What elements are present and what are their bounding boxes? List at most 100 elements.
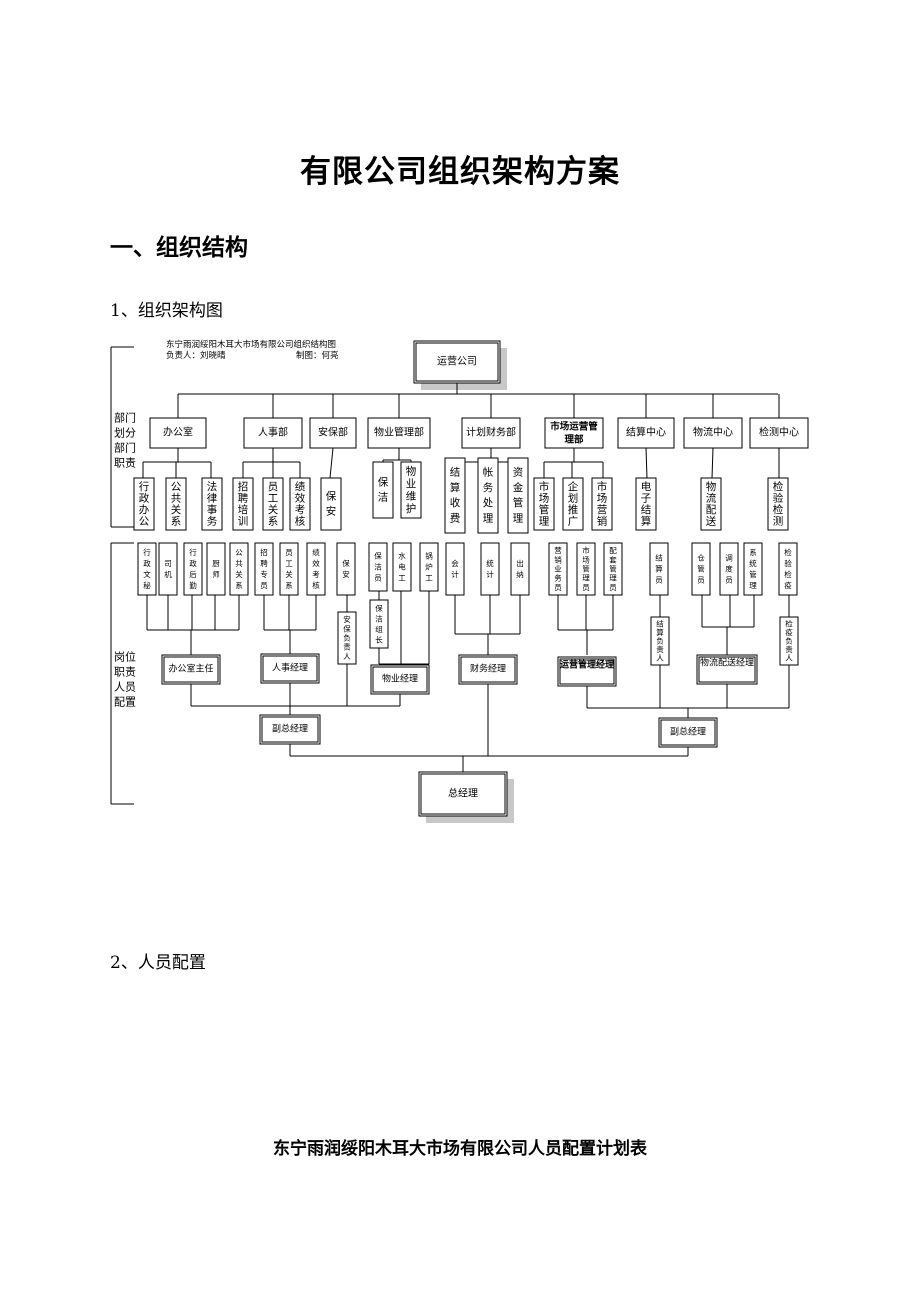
top-node-box	[413, 340, 501, 384]
duty-box-label: 企划推广	[568, 480, 579, 528]
duty-box-label: 物业维护	[406, 464, 417, 515]
manager-box	[458, 654, 518, 685]
deputy-box	[658, 717, 718, 748]
duty-box	[533, 477, 555, 531]
staffing-table-title: 东宁雨润绥阳木耳大市场有限公司人员配置计划表	[273, 1139, 647, 1159]
post-box-label: 行政后勤	[189, 547, 197, 590]
duty-box-label: 帐务处理	[483, 466, 494, 525]
connector-line	[711, 447, 714, 479]
top-node-box-label: 运营公司	[437, 355, 477, 368]
post-box	[368, 542, 388, 592]
section-heading: 一、组织结构	[110, 235, 248, 261]
department-box	[683, 417, 743, 449]
secondary-post-box-label: 保洁组长	[375, 604, 383, 645]
department-box-label: 计划财务部	[466, 426, 516, 439]
side-label-post: 配置	[114, 696, 136, 709]
duty-box	[400, 461, 422, 519]
subheading-org-chart: 1、组织架构图	[110, 301, 223, 321]
manager-box-label: 办公室主任	[168, 663, 213, 675]
duty-box	[262, 477, 284, 531]
duty-box-label: 检验检测	[773, 480, 784, 528]
department-box-label: 物业管理部	[374, 426, 424, 439]
department-box-label: 检测中心	[759, 426, 799, 439]
subheading-staffing: 2、人员配置	[110, 953, 206, 973]
connector-line	[645, 447, 648, 479]
duty-box	[477, 457, 499, 534]
post-box-label: 公共关系	[235, 548, 243, 590]
side-label-dept: 部门	[114, 441, 136, 455]
deputy-box	[259, 714, 321, 745]
manager-box-label: 人事经理	[272, 662, 308, 674]
duty-box	[444, 457, 466, 534]
post-box-label: 员工关系	[285, 548, 293, 590]
duty-box-label: 招聘培训	[238, 480, 249, 528]
duty-box	[201, 477, 223, 531]
post-box-label: 绩效考核	[312, 547, 320, 590]
duty-box	[133, 477, 155, 531]
duty-box-label: 公共关系	[171, 481, 182, 528]
chart-caption-drawn-by: 制图：何亮	[296, 350, 339, 361]
post-box	[743, 542, 763, 596]
duty-box-label: 物流配送	[706, 480, 717, 528]
manager-box	[260, 653, 320, 684]
manager-box-inner	[163, 656, 219, 683]
department-box-label: 结算中心	[626, 426, 666, 439]
post-box-label: 厨师	[212, 559, 220, 579]
duty-box	[289, 477, 311, 531]
post-box-label: 出纳	[516, 558, 524, 579]
post-box-label: 统计	[486, 558, 494, 579]
duty-box-label: 结算收费	[450, 466, 461, 525]
duty-box	[767, 477, 789, 531]
duty-box-label: 市场营销	[597, 480, 608, 528]
duty-box-label: 员工关系	[268, 481, 279, 528]
post-box-label: 仓管员	[697, 553, 705, 585]
manager-box-label: 物业经理	[382, 673, 418, 685]
duty-box	[372, 461, 394, 519]
connector-line	[329, 447, 334, 479]
duty-box-label: 电子结算	[641, 480, 652, 528]
post-box-label: 保洁员	[374, 552, 382, 583]
manager-box-label: 物流配送经理	[700, 657, 754, 669]
post-box-label: 招聘专员	[260, 547, 268, 590]
post-box-label: 保安	[342, 559, 350, 579]
duty-box-label: 保洁	[378, 475, 389, 503]
manager-box-label: 运营管理经理	[560, 659, 614, 671]
duty-box	[562, 477, 584, 531]
secondary-post-box-label: 结算负责人	[656, 619, 664, 663]
deputy-box-label: 副总经理	[670, 726, 706, 738]
department-box-label: 理部	[564, 434, 584, 446]
post-box	[336, 542, 356, 596]
post-box-label: 水电工	[398, 551, 406, 583]
duty-box	[165, 477, 187, 531]
post-box	[649, 542, 669, 596]
side-label-dept: 部门	[114, 411, 136, 425]
manager-box	[557, 656, 617, 687]
duty-box-label: 市场管理	[539, 480, 550, 528]
duty-box	[507, 457, 529, 534]
duty-box	[591, 477, 613, 531]
manager-box	[370, 664, 430, 695]
manager-box-inner	[372, 666, 428, 693]
manager-box-label: 财务经理	[470, 663, 506, 675]
general-manager-box-label: 总经理	[448, 787, 478, 800]
duty-box-label: 法律事务	[207, 480, 218, 528]
general-manager-box	[418, 771, 508, 817]
org-chart: 部门划分部门职责岗位职责人员配置东宁雨润绥阳木耳大市场有限公司组织结构图负责人：…	[110, 339, 809, 823]
duty-box-label: 行政办公	[139, 480, 150, 528]
duty-box-label: 保安	[326, 489, 337, 517]
duty-box-label: 绩效考核	[295, 480, 306, 528]
manager-box-inner	[262, 655, 318, 682]
duty-box-label: 资金管理	[513, 467, 524, 525]
side-label-dept: 划分	[114, 427, 136, 440]
department-box-label: 办公室	[163, 426, 193, 439]
side-label-post: 岗位	[114, 650, 136, 664]
post-box-label: 调度员	[725, 554, 733, 585]
post-box-label: 检验检疫	[784, 547, 792, 590]
department-box-label: 物流中心	[693, 426, 733, 439]
post-box-label: 配套管理员	[609, 546, 617, 592]
post-box-label: 市场管理员	[582, 545, 590, 592]
department-box	[461, 417, 521, 449]
deputy-box-label: 副总经理	[272, 723, 308, 735]
post-box-label: 锅炉工	[425, 551, 433, 583]
post-box	[778, 542, 798, 596]
